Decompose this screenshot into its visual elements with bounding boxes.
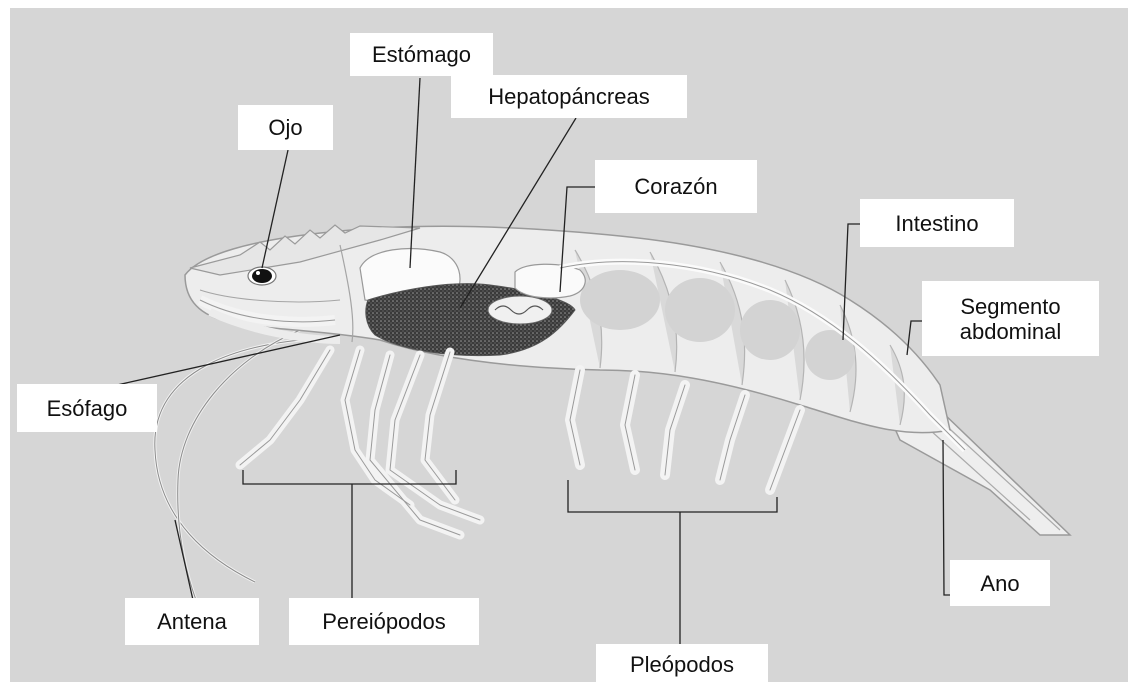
label-pleopodos: Pleópodos — [596, 644, 768, 685]
label-esofago: Esófago — [17, 384, 157, 432]
label-estomago: Estómago — [350, 33, 493, 76]
heart-organ — [515, 264, 585, 298]
label-intestino: Intestino — [860, 199, 1014, 247]
leader-antena — [175, 520, 193, 600]
label-ano: Ano — [950, 560, 1050, 606]
bracket-pleopodos — [568, 480, 777, 645]
label-corazon: Corazón — [595, 160, 757, 213]
label-ojo: Ojo — [238, 105, 333, 150]
eye-icon — [248, 267, 276, 285]
label-antena: Antena — [125, 598, 259, 645]
label-pereiopodos: Pereiópodos — [289, 598, 479, 645]
label-hepatopancreas: Hepatopáncreas — [451, 75, 687, 118]
label-segmento-abdominal: Segmento abdominal — [922, 281, 1099, 356]
pereiopods-legs — [240, 350, 480, 535]
